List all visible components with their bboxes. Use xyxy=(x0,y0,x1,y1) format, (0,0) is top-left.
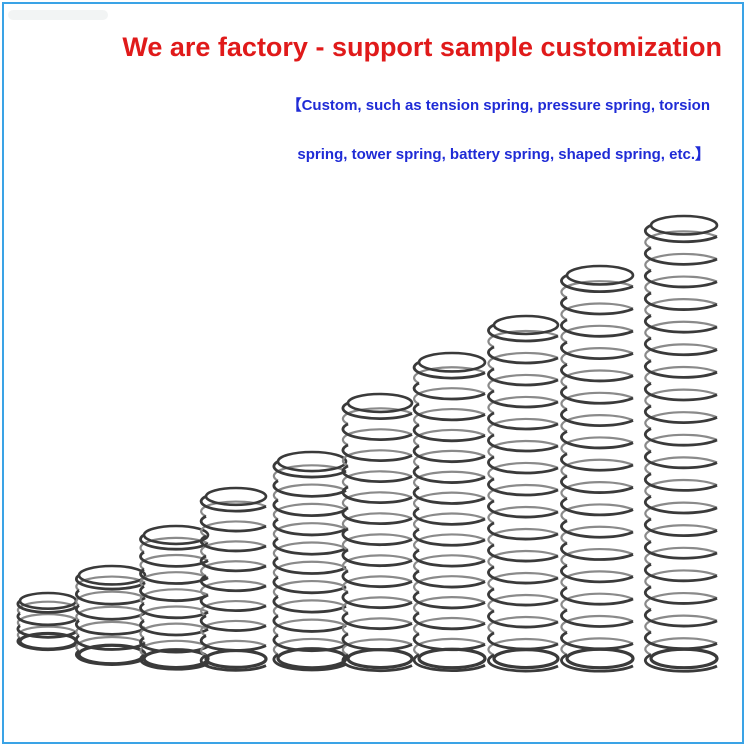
spring-coil-back xyxy=(139,536,209,656)
spring-10 xyxy=(643,214,719,673)
spring-coil-front xyxy=(560,273,634,673)
spring-coil-back xyxy=(75,575,146,652)
spring-top-ring xyxy=(142,524,210,546)
spring-coil-front xyxy=(487,323,559,673)
spring-bottom-ring xyxy=(565,647,635,670)
headline: We are factory - support sample customiz… xyxy=(122,32,722,62)
spring-top-ring xyxy=(276,450,348,473)
spring-top-ring xyxy=(417,351,487,373)
watermark-logo xyxy=(8,10,108,20)
spring-top-ring xyxy=(77,564,147,586)
spring-1 xyxy=(16,591,78,652)
spring-coil-front xyxy=(199,495,267,672)
spring-5 xyxy=(272,450,348,672)
custom-types-line-2: spring, tower spring, battery spring, sh… xyxy=(297,146,710,163)
spring-coil-back xyxy=(16,600,77,640)
spring-4 xyxy=(199,486,268,672)
spring-bottom-ring xyxy=(649,647,719,670)
spring-6 xyxy=(341,392,414,673)
spring-bottom-ring xyxy=(417,647,487,670)
spring-bottom-ring xyxy=(346,648,414,670)
custom-types-line-1: 【Custom, such as tension spring, pressur… xyxy=(286,97,710,114)
spring-coil-front xyxy=(16,599,77,652)
spring-coil-back xyxy=(341,407,413,657)
spring-top-ring xyxy=(649,214,719,236)
spring-coil-back xyxy=(413,366,486,656)
spring-coil-back xyxy=(200,500,267,657)
spring-top-ring xyxy=(204,486,268,507)
spring-bottom-ring xyxy=(276,647,348,670)
spring-bottom-ring xyxy=(492,648,560,670)
spring-bottom-ring xyxy=(204,648,268,669)
spring-top-ring xyxy=(565,264,635,286)
spring-3 xyxy=(139,524,210,671)
spring-top-ring xyxy=(346,392,414,414)
spring-bottom-ring xyxy=(18,631,78,651)
spring-coil-front xyxy=(412,360,486,672)
spring-coil-front xyxy=(643,223,718,673)
spring-9 xyxy=(560,264,635,673)
spring-bottom-ring xyxy=(77,643,147,666)
spring-7 xyxy=(412,351,487,672)
spring-coil-back xyxy=(272,464,347,656)
spring-8 xyxy=(487,314,560,673)
spring-bottom-ring xyxy=(142,648,210,670)
spring-coil-front xyxy=(341,401,413,673)
spring-top-ring xyxy=(492,314,560,336)
spring-2 xyxy=(74,564,147,666)
spring-coil-front xyxy=(74,574,146,666)
